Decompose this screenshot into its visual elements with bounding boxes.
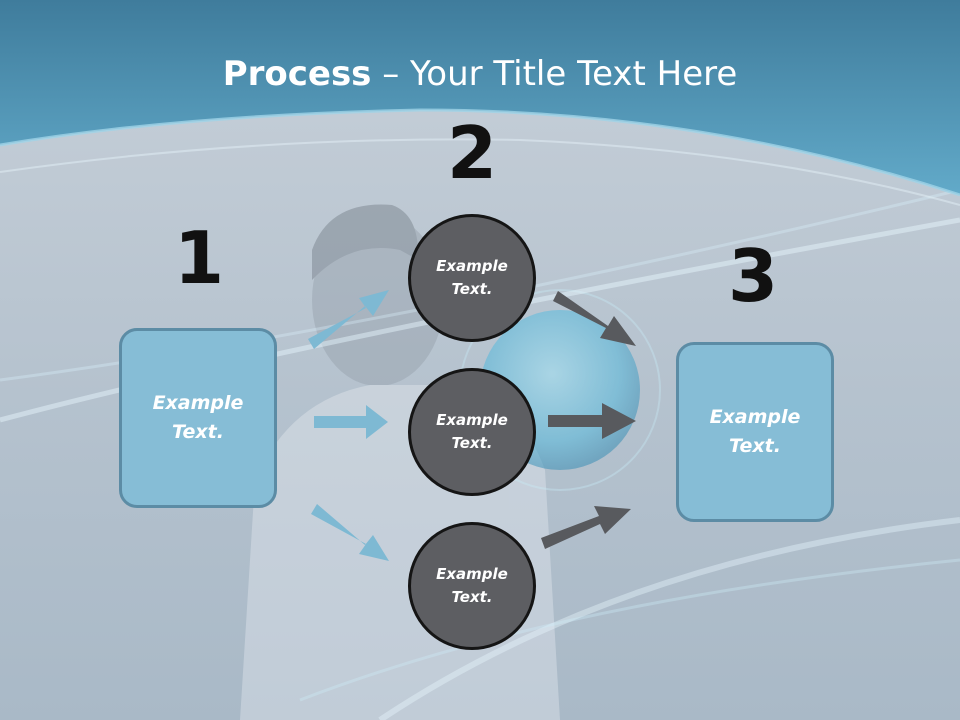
arrow-from-circle-1 bbox=[553, 291, 636, 346]
step-number-1: 1 bbox=[173, 216, 225, 300]
arrow-to-circle-2 bbox=[314, 405, 388, 439]
title-rest: – Your Title Text Here bbox=[371, 54, 738, 94]
slide-title: Process – Your Title Text Here bbox=[0, 52, 960, 96]
output-box: Example Text. bbox=[676, 342, 834, 522]
arrow-to-circle-3 bbox=[311, 504, 389, 561]
header-band bbox=[0, 0, 960, 195]
input-arrows bbox=[308, 290, 389, 561]
middle-circle-3: Example Text. bbox=[408, 522, 536, 650]
middle-circle-3-label: Example Text. bbox=[436, 565, 508, 606]
step-number-2: 2 bbox=[446, 111, 498, 195]
title-strong: Process bbox=[222, 54, 372, 94]
input-box-label: Example Text. bbox=[152, 392, 244, 443]
step-number-3: 3 bbox=[727, 234, 779, 318]
output-arrows bbox=[541, 291, 636, 549]
arrow-to-circle-1 bbox=[308, 290, 389, 349]
arrow-from-circle-3 bbox=[541, 506, 631, 549]
middle-circle-1-label: Example Text. bbox=[436, 257, 508, 298]
middle-circle-2: Example Text. bbox=[408, 368, 536, 496]
middle-circle-2-label: Example Text. bbox=[436, 411, 508, 452]
middle-circle-1: Example Text. bbox=[408, 214, 536, 342]
output-box-label: Example Text. bbox=[709, 406, 801, 457]
input-box: Example Text. bbox=[119, 328, 277, 508]
arrow-from-circle-2 bbox=[548, 403, 636, 439]
